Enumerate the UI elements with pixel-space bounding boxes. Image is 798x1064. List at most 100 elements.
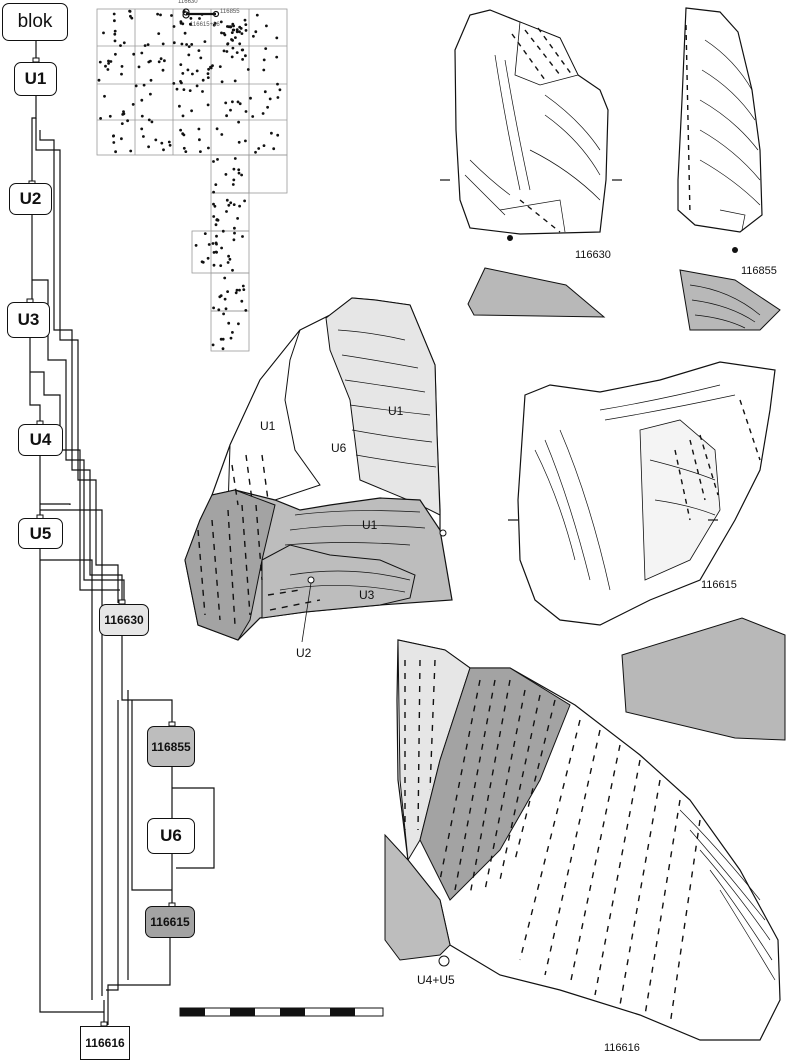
find-point [225, 50, 229, 53]
find-point [143, 44, 147, 47]
refit-label-u1-c: U1 [362, 518, 378, 532]
find-point [212, 202, 215, 206]
find-point [104, 64, 107, 68]
find-point [220, 133, 224, 136]
find-point [244, 309, 248, 312]
find-point [224, 307, 228, 311]
find-point [249, 96, 252, 100]
find-point [231, 268, 234, 272]
find-point [231, 22, 235, 26]
find-point [219, 264, 223, 267]
find-point [190, 109, 194, 113]
find-point [106, 68, 110, 71]
find-point [129, 149, 133, 153]
find-point [244, 54, 247, 58]
find-point [224, 101, 228, 105]
find-point [184, 150, 188, 154]
find-point [113, 39, 117, 43]
find-point [97, 78, 101, 82]
find-point [107, 59, 110, 63]
find-point [162, 148, 165, 152]
find-point [219, 294, 223, 298]
find-point [157, 60, 161, 64]
find-point [170, 14, 173, 17]
find-point [142, 135, 145, 138]
find-point [112, 12, 116, 16]
find-point [213, 204, 217, 208]
find-point [243, 199, 247, 203]
find-point [212, 263, 216, 267]
find-point [212, 251, 216, 254]
map-label-116855: 116855 [220, 9, 240, 15]
find-point [120, 122, 124, 125]
find-point [223, 276, 227, 280]
find-point [122, 110, 125, 114]
find-point [122, 112, 126, 116]
find-point [128, 10, 132, 13]
find-point [140, 98, 144, 102]
drawing-116630 [440, 9, 622, 318]
find-point [268, 97, 272, 101]
find-point [214, 183, 218, 187]
find-point [167, 140, 171, 144]
find-point [203, 40, 207, 43]
find-point [240, 32, 244, 35]
find-point [179, 128, 183, 132]
drawing-116616 [384, 639, 781, 1041]
find-point [252, 34, 255, 38]
find-point [238, 30, 241, 34]
find-point [108, 114, 112, 118]
find-point [235, 28, 239, 32]
find-point [270, 131, 273, 135]
find-point [255, 13, 259, 17]
find-point [237, 171, 241, 175]
find-point [231, 46, 235, 50]
find-point [209, 65, 212, 69]
map-label-116615-16: 116615+16 [190, 22, 220, 28]
find-point [129, 14, 132, 18]
find-point [235, 288, 239, 292]
find-point [181, 72, 185, 75]
drawing-116615 [508, 361, 786, 741]
find-point [207, 146, 210, 150]
find-point [231, 100, 234, 104]
node-116615: 116615 [145, 906, 195, 938]
find-point [235, 30, 239, 34]
find-point [241, 284, 245, 288]
find-point [156, 12, 160, 16]
find-points [97, 9, 282, 351]
find-point [241, 235, 244, 238]
find-point [182, 146, 186, 150]
node-blok: blok [2, 3, 68, 41]
find-point [157, 32, 161, 35]
find-point [262, 68, 266, 72]
find-point [241, 58, 245, 61]
node-u3: U3 [7, 302, 50, 338]
find-point [233, 226, 236, 230]
find-point [206, 76, 210, 79]
find-point [219, 20, 223, 24]
find-point [278, 88, 282, 92]
find-point [261, 112, 265, 115]
find-point [225, 114, 229, 118]
find-point [221, 229, 225, 233]
find-point [225, 210, 228, 213]
find-point [220, 31, 223, 35]
find-point [227, 203, 231, 207]
find-point [219, 337, 223, 341]
find-point [232, 238, 236, 242]
find-point [276, 82, 279, 86]
find-point [195, 84, 199, 88]
find-point [140, 127, 144, 131]
find-point [120, 137, 123, 141]
find-point [206, 72, 210, 75]
find-point [201, 260, 205, 264]
find-point [109, 60, 113, 63]
find-point [159, 57, 163, 61]
find-point [113, 32, 117, 36]
find-point [230, 55, 234, 59]
find-point [140, 114, 144, 118]
find-point [236, 217, 240, 220]
find-point [159, 13, 162, 17]
find-point [254, 150, 257, 154]
